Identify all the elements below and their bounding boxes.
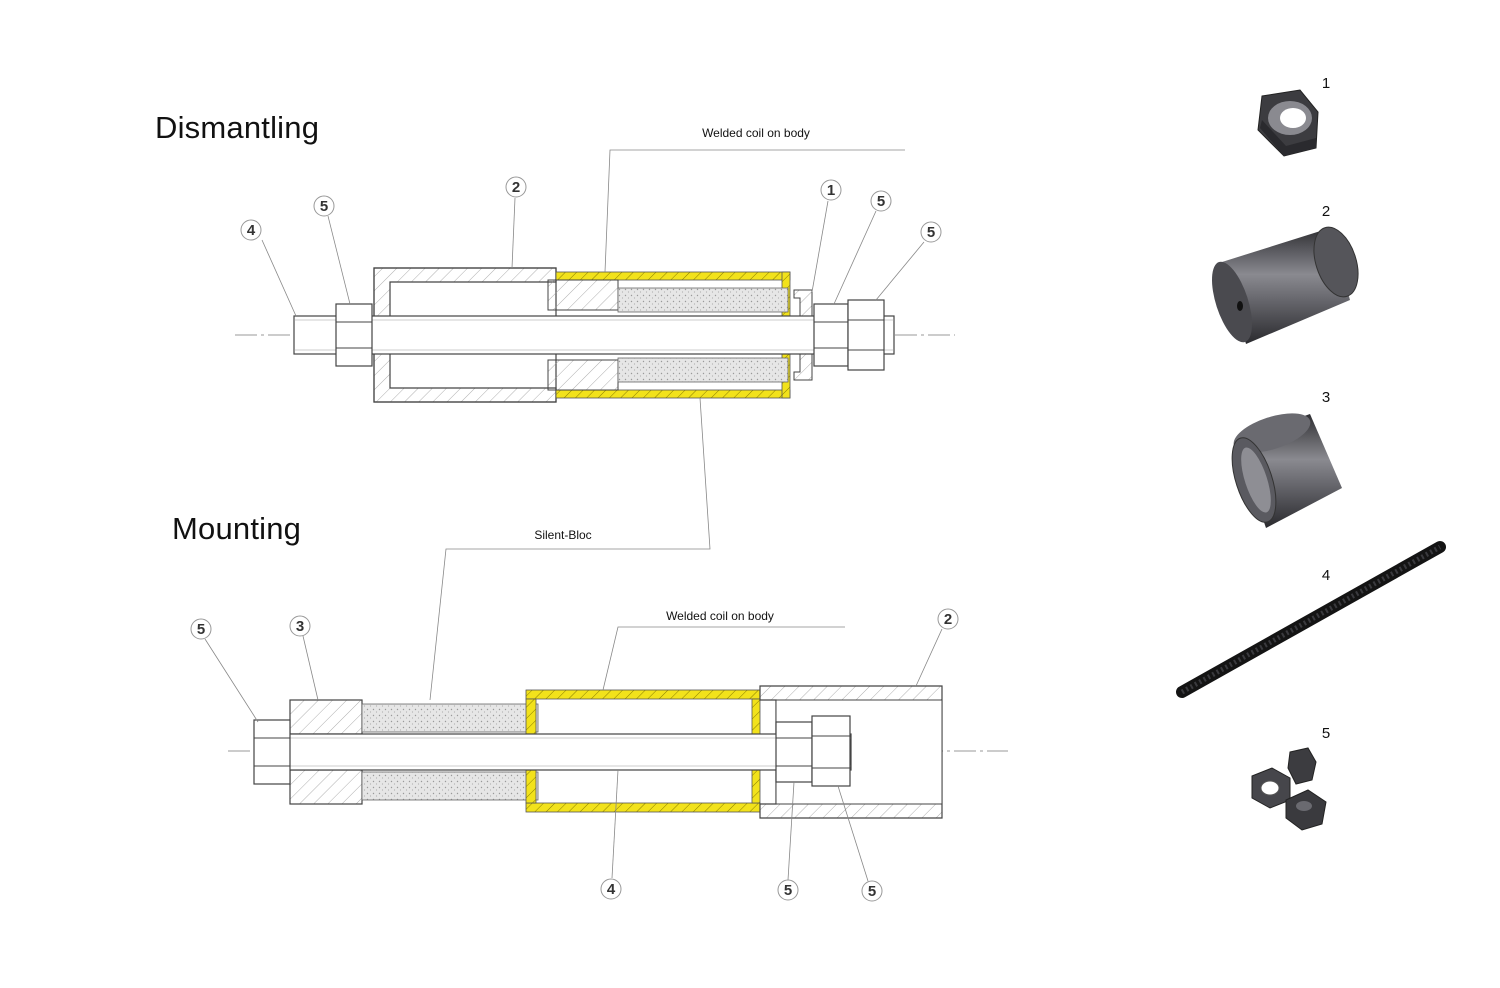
mounting-assembly: Welded coil on body 5 3 2 4 5 5 (190, 608, 1008, 902)
balloon-m-5b: 5 (777, 879, 799, 901)
mounting-title: Mounting (172, 511, 302, 546)
part-number-1: 1 (1322, 75, 1330, 92)
svg-text:5: 5 (197, 621, 205, 638)
svg-text:2: 2 (944, 611, 952, 628)
part-number-3: 3 (1322, 389, 1330, 406)
balloon-m-5a: 5 (190, 618, 212, 640)
svg-text:5: 5 (868, 883, 876, 900)
ring-nut-icon (1257, 89, 1319, 157)
nut-mount-right-1 (775, 721, 813, 783)
part-number-5: 5 (1322, 725, 1330, 742)
silent-bloc-mount-lower (361, 771, 539, 801)
small-sleeve-icon (1231, 413, 1342, 528)
callout-welded-coil-top: Welded coil on body (702, 126, 810, 140)
balloon-m-2: 2 (937, 608, 959, 630)
balloon-d-4: 4 (240, 219, 262, 241)
nut-left (335, 303, 373, 367)
balloon-d-1: 1 (820, 179, 842, 201)
svg-text:4: 4 (607, 881, 616, 898)
svg-text:2: 2 (512, 179, 520, 196)
svg-text:1: 1 (827, 182, 835, 199)
balloon-d-5c: 5 (920, 221, 942, 243)
callout-silent-bloc: Silent-Bloc (534, 528, 591, 542)
threaded-rod-mount (254, 733, 852, 771)
silent-bloc-lower (617, 357, 789, 383)
svg-text:5: 5 (320, 198, 328, 215)
balloon-m-5c: 5 (861, 880, 883, 902)
balloon-d-2: 2 (505, 176, 527, 198)
part-number-2: 2 (1322, 203, 1330, 220)
threaded-rod (293, 315, 895, 355)
svg-text:5: 5 (877, 193, 885, 210)
nut-right-2 (847, 299, 885, 371)
nut-mount-right-2 (811, 715, 851, 787)
silent-bloc-mount-upper (361, 703, 539, 733)
balloon-m-4: 4 (600, 878, 622, 900)
silent-bloc-upper (617, 287, 789, 313)
svg-text:4: 4 (247, 222, 256, 239)
svg-text:5: 5 (927, 224, 935, 241)
part-number-4: 4 (1322, 567, 1330, 584)
balloon-d-5b: 5 (870, 190, 892, 212)
nut-mount-left (253, 719, 291, 785)
svg-text:3: 3 (296, 618, 304, 635)
callout-welded-coil-bottom: Welded coil on body (666, 609, 774, 623)
threaded-rod-icon (1176, 541, 1446, 698)
dismantling-title: Dismantling (155, 110, 320, 145)
parts-list: 1 2 3 4 (1176, 75, 1446, 831)
nut-right-1 (813, 303, 849, 367)
dismantling-assembly: Welded coil on body 4 5 2 1 5 5 (235, 126, 955, 403)
balloon-m-3: 3 (289, 615, 311, 637)
large-sleeve-icon (1211, 226, 1359, 344)
hex-nuts-icon (1251, 747, 1327, 831)
svg-text:5: 5 (784, 882, 792, 899)
balloon-d-5a: 5 (313, 195, 335, 217)
